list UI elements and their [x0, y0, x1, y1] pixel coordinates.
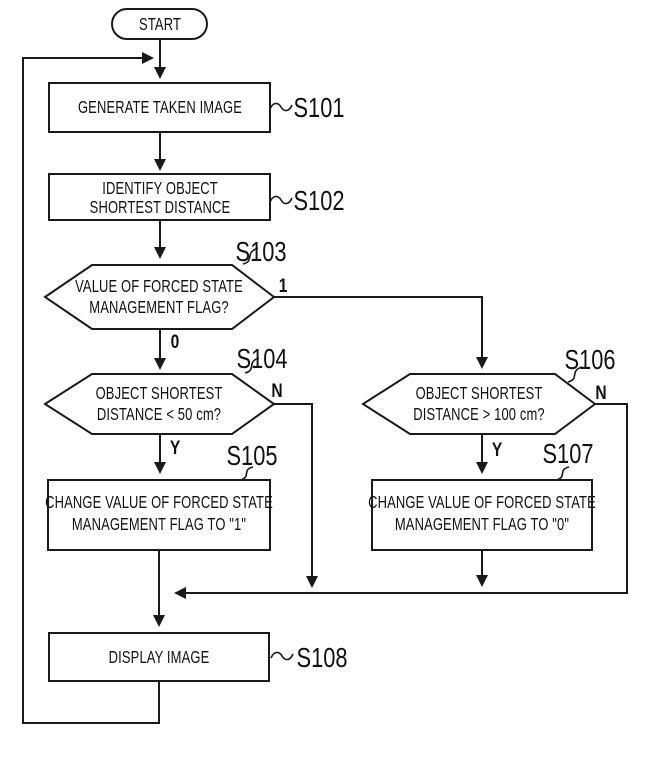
- decision-s103-line1: VALUE OF FORCED STATE: [75, 277, 243, 297]
- process-s102-line2: SHORTEST DISTANCE: [90, 198, 231, 218]
- flow-s103-one-to-s106: [274, 296, 488, 369]
- step-label-s102: S102: [294, 185, 345, 216]
- branch-label-s103-one: 1: [279, 275, 288, 297]
- step-label-s107: S107: [543, 438, 594, 469]
- decision-s103: [43, 264, 276, 330]
- step-label-s101: S101: [294, 92, 345, 123]
- flow-loopback-line: [22, 52, 160, 724]
- leader-s102: [269, 195, 293, 205]
- decision-s104: [43, 373, 276, 435]
- process-s105: [47, 479, 271, 551]
- decision-s106-line2: DISTANCE > 100 cm?: [413, 405, 545, 425]
- branch-label-s103-zero: 0: [171, 331, 180, 353]
- decision-s104-line1: OBJECT SHORTEST: [96, 384, 223, 404]
- process-s105-line1: CHANGE VALUE OF FORCED STATE: [45, 493, 273, 513]
- process-s107: [371, 479, 593, 551]
- process-s108: [48, 632, 270, 682]
- decision-s106: [361, 373, 597, 435]
- step-label-s104: S104: [237, 343, 288, 374]
- start-label: START: [139, 15, 181, 35]
- decision-s103-line2: MANAGEMENT FLAG?: [89, 298, 229, 318]
- step-label-s106: S106: [565, 344, 616, 375]
- branch-label-s104-yes: Y: [170, 437, 181, 459]
- process-s107-line1: CHANGE VALUE OF FORCED STATE: [368, 493, 596, 513]
- decision-s104-line2: DISTANCE < 50 cm?: [97, 405, 221, 425]
- start-terminator: [111, 8, 208, 40]
- process-s102: [48, 173, 271, 221]
- branch-label-s106-yes: Y: [492, 439, 503, 461]
- leader-s101: [269, 102, 293, 112]
- process-s107-line2: MANAGEMENT FLAG TO "0": [395, 515, 569, 535]
- decision-s106-line1: OBJECT SHORTEST: [416, 384, 543, 404]
- leader-s108: [270, 651, 294, 661]
- flow-s104-no-to-merge: [274, 403, 318, 588]
- step-label-s105: S105: [227, 440, 278, 471]
- flow-s106-no-merge-line: [174, 403, 628, 599]
- process-s102-line1: IDENTIFY OBJECT: [102, 179, 218, 199]
- leader-s104: [244, 357, 260, 374]
- process-s108-label: DISPLAY IMAGE: [109, 648, 210, 668]
- process-s101-label: GENERATE TAKEN IMAGE: [78, 98, 242, 118]
- branch-label-s106-no: N: [595, 382, 606, 404]
- process-s105-line2: MANAGEMENT FLAG TO "1": [72, 515, 246, 535]
- step-label-s108: S108: [297, 642, 348, 673]
- leader-s106: [567, 366, 583, 383]
- process-s101: [48, 82, 271, 133]
- step-label-s103: S103: [236, 236, 287, 267]
- leader-s103: [242, 247, 259, 265]
- branch-label-s104-no: N: [271, 380, 282, 402]
